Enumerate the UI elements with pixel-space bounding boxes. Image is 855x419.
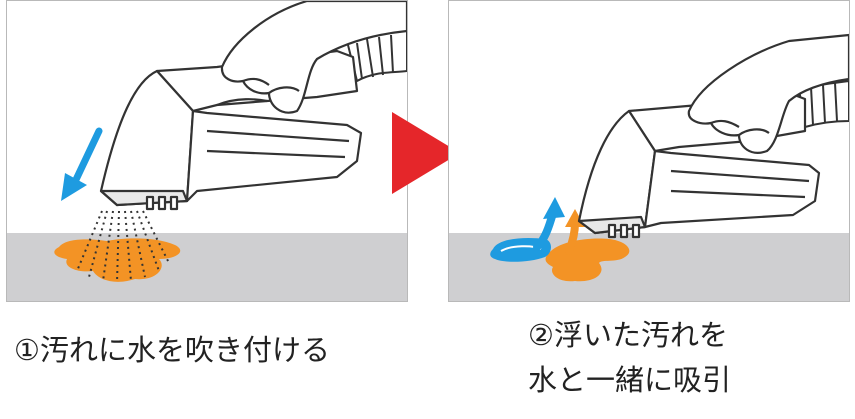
hand (220, 1, 407, 114)
step2-caption-line2: 水と一緒に吸引 (528, 363, 732, 397)
water-spray (76, 210, 170, 284)
hand (687, 33, 849, 154)
step1-illustration-panel (6, 0, 408, 302)
suction-arrow-water (533, 197, 565, 251)
step2-illustration-panel (448, 0, 850, 302)
next-step-arrow (392, 112, 460, 194)
step2-illustration (449, 33, 849, 301)
step1-caption: ①汚れに水を吹き付ける (14, 333, 330, 367)
spray-direction-arrow (61, 127, 103, 201)
step1-illustration (7, 1, 407, 301)
step2-caption-line1: ②浮いた汚れを (528, 318, 728, 352)
cleaning-tool (99, 49, 363, 211)
